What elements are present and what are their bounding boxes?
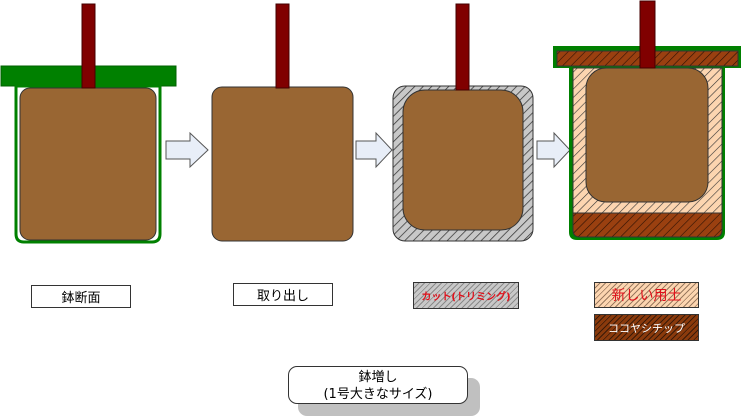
repotted-figure xyxy=(553,0,741,240)
label-cut-trimming: カット(トリミング) xyxy=(413,282,519,309)
note-title: 鉢増し xyxy=(358,370,398,385)
arrow-right-icon xyxy=(355,131,393,169)
label-coco-chips: ココヤシチップ xyxy=(594,314,699,341)
label-pot-section: 鉢断面 xyxy=(31,285,131,308)
repotting-note: 鉢増し (1号大きなサイズ) xyxy=(288,366,468,404)
removed-rootball-figure xyxy=(211,3,354,242)
arrow-right-icon xyxy=(165,131,209,169)
trimmed-rootball-figure xyxy=(392,3,534,242)
note-subtitle: (1号大きなサイズ) xyxy=(323,387,433,402)
pot-section-figure xyxy=(0,3,177,244)
label-removed: 取り出し xyxy=(233,283,333,306)
arrow-right-icon xyxy=(536,131,571,169)
label-new-soil: 新しい用土 xyxy=(594,282,699,308)
